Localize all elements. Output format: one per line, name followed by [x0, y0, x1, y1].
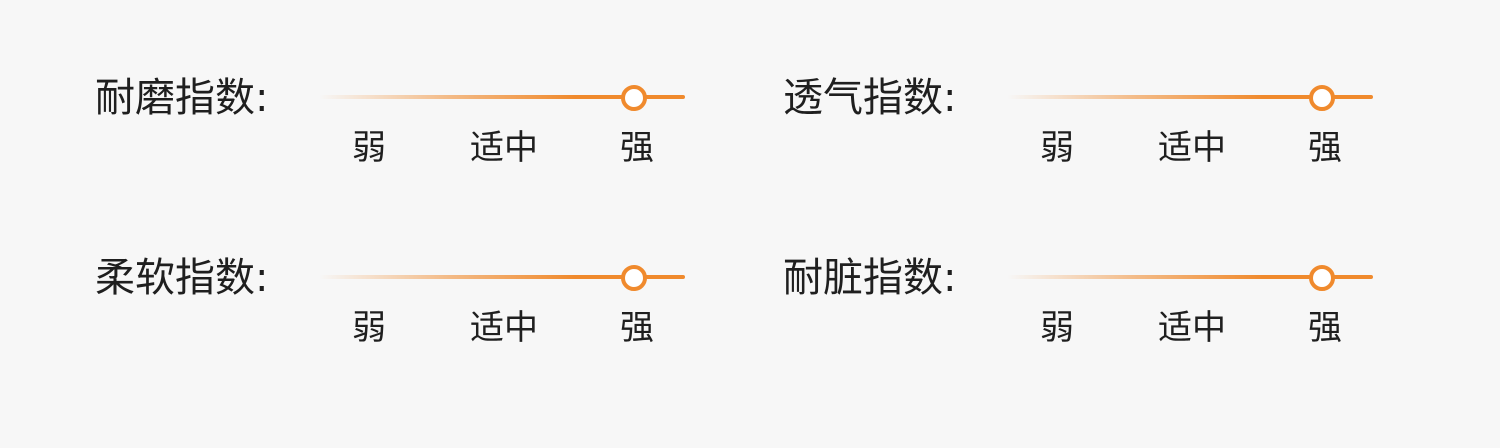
rating-softness: 柔软指数: 弱 适中 强	[95, 240, 715, 360]
rating-label: 耐磨指数:	[95, 75, 269, 121]
scale-label-strong: 强	[620, 308, 654, 348]
scale-label-moderate: 适中	[1158, 128, 1226, 168]
rating-slider-knob[interactable]	[1308, 85, 1335, 111]
rating-slider-knob[interactable]	[1308, 265, 1335, 291]
scale-label-weak: 弱	[352, 128, 386, 168]
scale-label-strong: 强	[1308, 308, 1342, 348]
rating-slider-knob[interactable]	[620, 85, 647, 111]
scale-label-strong: 强	[1308, 128, 1342, 168]
rating-stain-resistance: 耐脏指数: 弱 适中 强	[783, 240, 1403, 360]
scale-label-strong: 强	[620, 128, 654, 168]
rating-label: 耐脏指数:	[783, 255, 957, 301]
rating-slider-track[interactable]	[1007, 275, 1373, 279]
scale-label-moderate: 适中	[470, 128, 538, 168]
rating-slider-track[interactable]	[1007, 95, 1373, 99]
rating-slider-knob[interactable]	[620, 265, 647, 291]
scale-label-moderate: 适中	[1158, 308, 1226, 348]
scale-label-weak: 弱	[352, 308, 386, 348]
scale-label-weak: 弱	[1040, 308, 1074, 348]
rating-wear-resistance: 耐磨指数: 弱 适中 强	[95, 60, 715, 180]
rating-slider-track[interactable]	[319, 275, 685, 279]
rating-slider-track[interactable]	[319, 95, 685, 99]
rating-label: 柔软指数:	[95, 255, 269, 301]
scale-label-weak: 弱	[1040, 128, 1074, 168]
scale-label-moderate: 适中	[470, 308, 538, 348]
rating-breathability: 透气指数: 弱 适中 强	[783, 60, 1403, 180]
rating-label: 透气指数:	[783, 75, 957, 121]
